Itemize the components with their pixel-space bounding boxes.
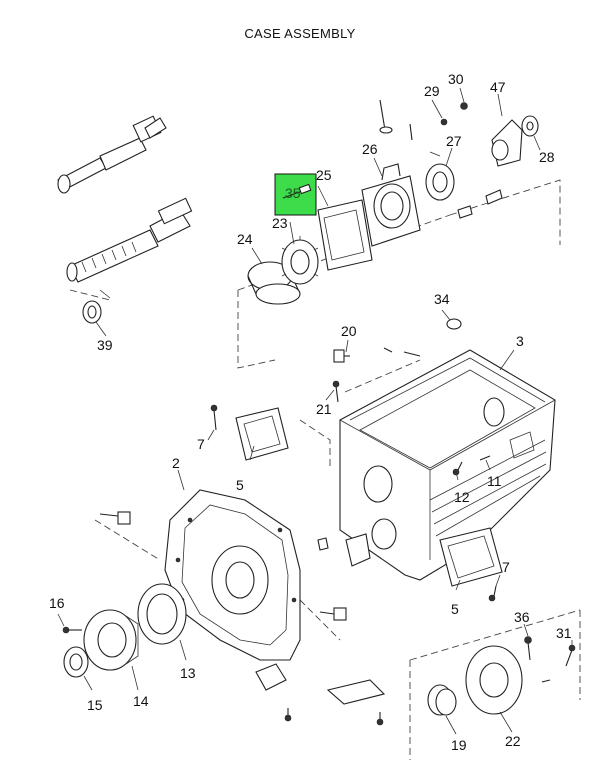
callout-26: 26 (362, 141, 378, 157)
cover-5-upper (235, 407, 289, 461)
output-shaft-assembly (57, 115, 167, 194)
callout-21: 21 (316, 401, 332, 417)
callout-7-right: 7 (502, 559, 510, 575)
callout-19: 19 (451, 737, 467, 753)
callout-39: 39 (97, 337, 113, 353)
main-shaft-assembly (66, 197, 193, 299)
callout-23: 23 (272, 215, 288, 231)
highlighted-part-35[interactable] (274, 173, 317, 216)
seal-15 (63, 646, 89, 678)
callout-25: 25 (316, 167, 332, 183)
rear-housing-26 (361, 163, 421, 247)
callout-5-upper: 5 (236, 477, 244, 493)
nut-28 (521, 115, 539, 137)
diagram-title: CASE ASSEMBLY (244, 26, 356, 41)
callout-13: 13 (180, 665, 196, 681)
callout-11: 11 (487, 473, 502, 489)
callout-7-left: 7 (197, 436, 205, 452)
leader-lines (57, 87, 573, 735)
callout-31: 31 (556, 625, 572, 641)
callout-3: 3 (516, 333, 524, 349)
brackets (255, 533, 386, 705)
bearing-24 (247, 261, 301, 305)
bell-housing-2 (164, 489, 301, 661)
callout-28: 28 (539, 149, 555, 165)
seal-19 (427, 684, 457, 716)
callout-12: 12 (454, 489, 470, 505)
callout-30: 30 (448, 71, 464, 87)
callout-2: 2 (172, 455, 180, 471)
callout-22: 22 (505, 733, 521, 749)
gear-23 (281, 236, 319, 285)
callout-15: 15 (87, 697, 103, 713)
bolts (62, 347, 576, 726)
yoke-47 (491, 119, 523, 167)
seal-27 (425, 163, 455, 201)
seal-39 (82, 300, 102, 324)
callout-5-lower: 5 (451, 601, 459, 617)
callout-20: 20 (341, 323, 357, 339)
callout-29: 29 (424, 83, 440, 99)
callout-24: 24 (237, 231, 253, 247)
callout-34: 34 (434, 291, 450, 307)
callout-47: 47 (490, 79, 506, 95)
callout-35: 35 (285, 185, 301, 201)
callout-27: 27 (446, 133, 462, 149)
small-hardware-top (379, 99, 503, 219)
callout-36: 36 (514, 609, 530, 625)
callout-labels: 2 3 5 5 7 7 11 12 13 14 15 16 19 20 21 2… (49, 71, 572, 753)
retainer-14 (83, 609, 139, 671)
pto-cover-22 (465, 645, 523, 715)
gasket-13 (137, 583, 187, 645)
callout-14: 14 (133, 693, 149, 709)
transmission-case-3 (339, 318, 556, 581)
gasket-25 (317, 199, 373, 271)
callout-16: 16 (49, 595, 65, 611)
cover-5-lower (439, 527, 503, 587)
